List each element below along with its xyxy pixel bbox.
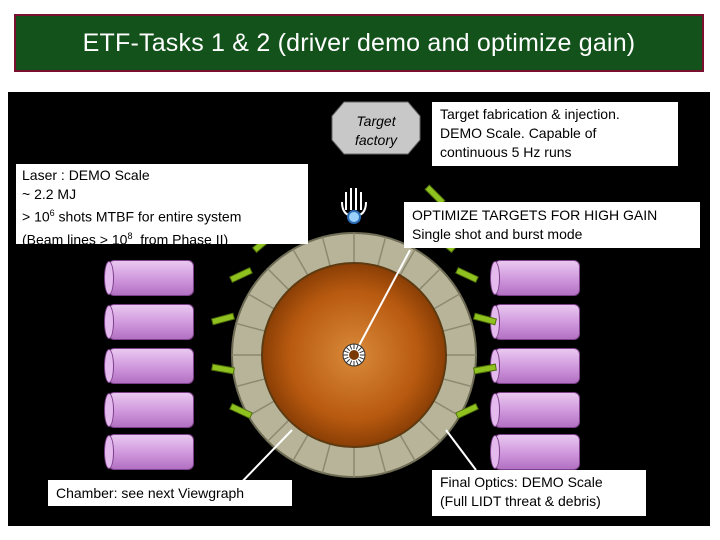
final-optics-line-1: Final Optics: DEMO Scale (440, 474, 603, 490)
laser-line-2: ~ 2.2 MJ (22, 186, 77, 202)
final-optics-line-2: (Full LIDT threat & debris) (440, 493, 601, 509)
beam-line-right-1 (490, 260, 580, 296)
chamber-label: Chamber: see next Viewgraph (56, 485, 245, 501)
optimize-box: OPTIMIZE TARGETS FOR HIGH GAIN Single sh… (404, 202, 700, 248)
injector-icon (341, 188, 367, 224)
laser-box: Laser : DEMO Scale ~ 2.2 MJ > 106 shots … (16, 164, 308, 247)
laser-line-4: (Beam lines > 108 from Phase II) (22, 230, 229, 248)
optimize-line-2: Single shot and burst mode (412, 226, 583, 242)
target-fab-box: Target fabrication & injection. DEMO Sca… (432, 102, 678, 166)
final-optics-box: Final Optics: DEMO Scale (Full LIDT thre… (432, 470, 646, 516)
diagram-panel: Target factory Laser : DEMO Scale ~ 2.2 … (8, 92, 710, 526)
target-icon (342, 343, 366, 367)
beam-line-left-4 (104, 392, 194, 428)
beam-line-left-5 (104, 434, 194, 470)
laser-line-3: > 106 shots MTBF for entire system (22, 208, 242, 225)
beam-line-right-4 (490, 392, 580, 428)
injection-path (353, 249, 411, 356)
laser-line-1: Laser : DEMO Scale (22, 167, 150, 183)
beam-line-right-5 (490, 434, 580, 470)
target-fab-line-3: continuous 5 Hz runs (440, 144, 572, 160)
optics-pointer (445, 429, 477, 471)
target-fab-line-1: Target fabrication & injection. (440, 106, 620, 122)
target-factory-label-2: factory (355, 132, 398, 148)
optimize-line-1: OPTIMIZE TARGETS FOR HIGH GAIN (412, 207, 658, 223)
target-factory-box (331, 101, 421, 155)
beam-line-left-3 (104, 348, 194, 384)
beam-line-left-2 (104, 304, 194, 340)
chamber-box: Chamber: see next Viewgraph (48, 480, 292, 506)
target-factory-label-1: Target (356, 113, 396, 129)
target-fab-line-2: DEMO Scale. Capable of (440, 125, 597, 141)
page-title: ETF-Tasks 1 & 2 (driver demo and optimiz… (82, 28, 636, 57)
beam-line-left-1 (104, 260, 194, 296)
beam-line-right-2 (490, 304, 580, 340)
title-banner: ETF-Tasks 1 & 2 (driver demo and optimiz… (14, 14, 704, 72)
